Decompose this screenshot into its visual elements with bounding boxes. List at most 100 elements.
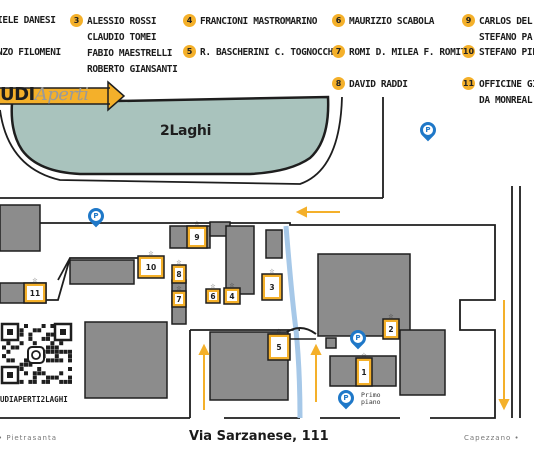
qr-module xyxy=(50,324,55,328)
studio-marker-5[interactable]: 5☆ xyxy=(267,328,291,361)
studio-marker-11[interactable]: 11 ☆ xyxy=(23,277,47,304)
studio-box-inner-5 xyxy=(271,337,287,357)
studio-marker-2[interactable]: 2☆ xyxy=(382,313,400,340)
legend-3-line-4: ROBERTO GIANSANTI xyxy=(87,64,178,75)
entrance-star-icon: ☆ xyxy=(210,283,215,290)
studio-marker-9[interactable]: 9☆ xyxy=(186,220,208,249)
qr-module xyxy=(37,371,42,376)
qr-module xyxy=(54,345,59,350)
qr-module xyxy=(19,328,24,333)
qr-finder xyxy=(0,365,20,385)
legend-entry-9: 9 CARLOS DEL STEFANO PA xyxy=(462,14,533,46)
qr-module xyxy=(24,358,28,363)
studio-marker-10[interactable]: 10☆ xyxy=(137,250,165,279)
legend-badge-4: 4 xyxy=(183,14,196,27)
studio-marker-8[interactable]: 8☆ xyxy=(171,259,187,284)
entrance-star-icon: ☆ xyxy=(194,220,199,227)
qr-module xyxy=(50,332,55,337)
street-label: Via Sarzanese, 111 xyxy=(189,429,329,444)
qr-module xyxy=(19,362,24,367)
instagram-icon xyxy=(27,346,45,364)
legend-badge-3: 3 xyxy=(70,14,83,27)
qr-module xyxy=(63,379,68,384)
qr-module xyxy=(19,367,24,371)
building xyxy=(399,329,446,396)
logo-arrow xyxy=(0,80,126,112)
legend-entry-4: 4 FRANCIONI MASTROMARINO xyxy=(183,14,317,30)
entrance-star-icon: ☆ xyxy=(361,352,366,359)
legend-9-line-1: CARLOS DEL xyxy=(479,16,533,27)
entrance-star-icon: ☆ xyxy=(269,268,274,275)
entrance-star-icon: ☆ xyxy=(176,285,181,292)
legend-badge-7: 7 xyxy=(332,45,345,58)
social-handle: UDIAPERTI2LAGHI xyxy=(0,395,68,404)
qr-module xyxy=(46,375,50,380)
primo-line-2: piano xyxy=(361,398,381,406)
legend-3-line-3: FABIO MAESTRELLI xyxy=(87,48,173,59)
qr-module xyxy=(6,358,11,363)
bridge xyxy=(283,327,317,335)
studio-box-inner-11 xyxy=(27,286,43,300)
legend-8-line-1: DAVID RADDI xyxy=(349,79,408,90)
lake xyxy=(10,95,330,176)
qr-module xyxy=(19,332,24,337)
qr-module xyxy=(50,375,55,380)
studio-label-2: 2 xyxy=(388,325,393,334)
legend-1-line-1: IELE DANESI xyxy=(0,15,56,26)
qr-finder xyxy=(53,322,73,342)
qr-module xyxy=(68,367,72,371)
qr-module xyxy=(54,354,59,359)
studio-marker-1[interactable]: 1☆ xyxy=(355,352,373,387)
arrow-up-head xyxy=(198,343,210,355)
qr-module xyxy=(59,379,64,384)
logo-part-1: UDI xyxy=(0,84,35,105)
studio-label-8: 8 xyxy=(176,270,181,279)
qr-finder-center xyxy=(7,329,13,335)
studio-marker-3[interactable]: 3☆ xyxy=(261,268,283,301)
qr-module xyxy=(24,371,28,376)
primo-line-1: Primo xyxy=(361,391,381,399)
studio-label-6: 6 xyxy=(210,292,215,301)
studio-label-11: 11 xyxy=(30,289,40,298)
instagram-icon-lens xyxy=(31,350,41,360)
studio-box-inner-9 xyxy=(190,229,204,245)
legend-entry-2: NZO FILOMENI xyxy=(0,45,61,61)
qr-module xyxy=(10,345,15,350)
legend-badge-5: 5 xyxy=(183,45,196,58)
site-boundary xyxy=(0,222,496,419)
qr-module xyxy=(10,358,15,363)
building xyxy=(69,259,135,285)
legend-badge-9: 9 xyxy=(462,14,475,27)
entrance-star-icon: ☆ xyxy=(32,277,37,284)
qr-module xyxy=(28,332,33,337)
qr-module xyxy=(28,336,33,341)
road-line xyxy=(57,257,71,281)
parking-pin-inner: P xyxy=(353,333,363,343)
qr-module xyxy=(32,375,37,380)
parking-pin-inner: P xyxy=(341,393,351,403)
qr-module xyxy=(54,375,59,380)
qr-module xyxy=(37,367,42,371)
qr-module xyxy=(59,349,64,354)
studio-marker-7[interactable]: 7☆ xyxy=(171,285,187,308)
legend-5-line-1: R. BASCHERINI C. TOGNOCCHI xyxy=(200,47,339,58)
studio-marker-4[interactable]: 4☆ xyxy=(223,282,241,305)
direction-arrows xyxy=(198,206,510,411)
studio-label-5: 5 xyxy=(276,343,281,352)
studio-marker-6[interactable]: 6☆ xyxy=(205,283,221,304)
entrance-star-icon: ☆ xyxy=(276,328,281,335)
river xyxy=(283,225,303,419)
qr-module xyxy=(24,324,28,328)
qr-module xyxy=(2,354,6,359)
parking-pin-inner: P xyxy=(423,125,433,135)
qr-module xyxy=(50,349,55,354)
qr-finder-center xyxy=(60,329,66,335)
qr-module xyxy=(63,349,68,354)
town-right: Capezzano • xyxy=(464,434,520,442)
primo-piano-label: Primo piano xyxy=(361,392,381,406)
studio-label-9: 9 xyxy=(194,233,199,242)
qr-module xyxy=(28,362,33,367)
qr-finder xyxy=(0,322,20,342)
qr-module xyxy=(19,379,24,384)
